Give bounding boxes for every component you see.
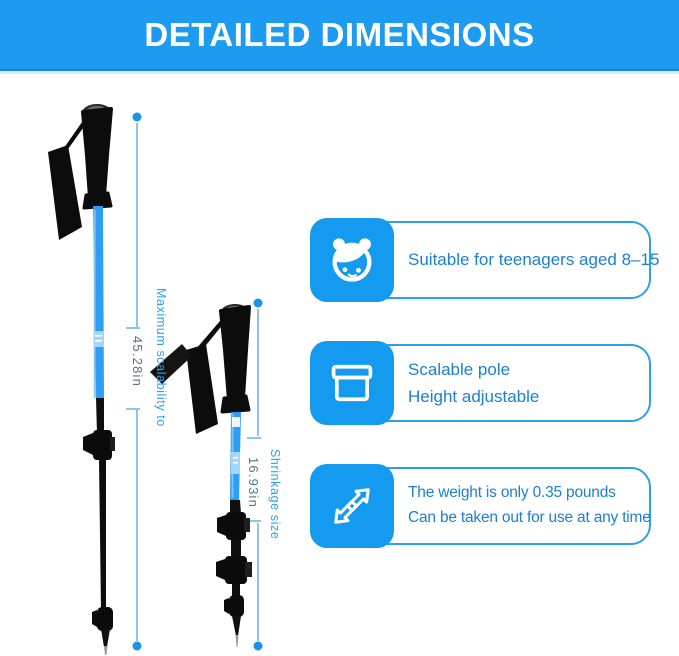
storage-box-icon [310,341,394,425]
feature-text-line: Scalable pole [408,359,511,379]
shaft-upper-blue [93,206,104,400]
shaft-lower-black [216,500,252,647]
feature-text-line: Height adjustable [408,387,540,406]
shaft-upper-blue [230,412,241,502]
shrinkage-label: Shrinkage size [268,449,282,540]
wrist-strap [48,115,90,240]
pole-full [48,104,115,655]
feature-card-lightweight: The weight is only 0.35 pounds Can be ta… [310,464,651,548]
flip-lock-lever [217,515,226,536]
feature-text: Suitable for teenagers aged 8–15 [408,218,660,302]
handle-grip [81,104,113,210]
shrinkage-value: 16.93in [246,457,261,509]
feature-text-line: Suitable for teenagers aged 8–15 [408,250,660,270]
shaft-lower-black [83,398,115,655]
expand-arrows-icon [310,464,394,548]
pole-tip [235,635,239,647]
feature-text: Scalable pole Height adjustable [408,341,643,425]
feature-card-age-range: Suitable for teenagers aged 8–15 [310,218,660,302]
page-title: DETAILED DIMENSIONS [144,15,535,53]
pole-collapsed [150,304,252,647]
child-face-icon [310,218,394,302]
flip-lock-lever [216,559,225,580]
flip-lock-lever [83,433,93,455]
pole-tip [104,646,108,655]
feature-card-adjustable: Scalable pole Height adjustable [310,341,651,425]
dimension-line-full [126,112,142,651]
dimension-line-collapsed [247,298,263,651]
max-length-label: Maximum scalability to [154,288,168,427]
feature-text-line: Can be taken out for use at any time [408,509,651,526]
max-length-value: 45.28in [130,336,145,388]
feature-text-line: The weight is only 0.35 pounds [408,484,616,502]
handle-grip [219,304,251,414]
feature-text: The weight is only 0.35 pounds Can be ta… [408,464,651,548]
title-banner: DETAILED DIMENSIONS [0,0,679,71]
